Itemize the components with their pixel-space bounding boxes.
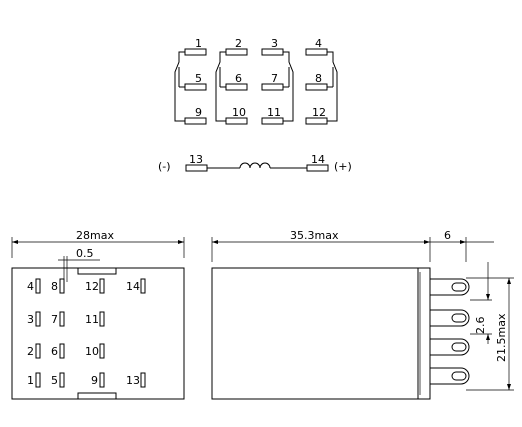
pin-label-12: 12 [85,280,99,293]
label-contact-1: 1 [195,37,202,50]
label-contact-10: 10 [232,106,246,119]
pin-label-5: 5 [51,374,58,387]
side-view: 35.3max 6 2.6 [211,229,514,400]
label-contact-7: 7 [271,72,278,85]
coil-minus-polarity: (-) [158,160,171,173]
pin-label-2: 2 [27,345,34,358]
pin-label-1: 1 [27,374,34,387]
dim-height-21-5max: 21.5max [495,313,508,362]
side-view-body [211,267,431,400]
label-coil-14: 14 [311,153,325,166]
pole-3 [261,48,294,125]
label-contact-8: 8 [315,72,322,85]
bottom-view: 28max 0.5 [11,229,185,400]
pin-label-6: 6 [51,345,58,358]
dim-pitch-2-6: 2.6 [474,317,487,335]
pole-2 [215,48,248,125]
dim-gap-0-5: 0.5 [76,247,94,260]
label-contact-4: 4 [315,37,322,50]
top-key-tab [77,267,117,275]
pole-4 [305,48,338,125]
pin-label-7: 7 [51,313,58,326]
coil-winding-icon [239,162,271,169]
pin-label-13: 13 [126,374,140,387]
label-coil-13: 13 [189,153,203,166]
pole-1 [174,48,207,125]
label-contact-6: 6 [235,72,242,85]
coil-terminal-13 [185,164,208,172]
pin-label-14: 14 [126,280,140,293]
pin-label-11: 11 [85,313,99,326]
terminal-blades [430,278,470,385]
pin-label-10: 10 [85,345,99,358]
pin-label-9: 9 [91,374,98,387]
dim-width-28max: 28max [76,229,114,242]
label-contact-3: 3 [271,37,278,50]
pin-label-3: 3 [27,313,34,326]
contact-schematic: 1 2 3 4 5 6 7 8 9 10 11 12 [174,37,338,125]
dim-terminal-6: 6 [444,229,451,242]
label-contact-12: 12 [312,106,326,119]
coil-plus-polarity: (+) [334,160,352,173]
label-contact-2: 2 [235,37,242,50]
pin-label-4: 4 [27,280,34,293]
coil-terminal-14 [306,164,329,172]
pin-grid [35,278,146,388]
pin-label-8: 8 [51,280,58,293]
label-contact-5: 5 [195,72,202,85]
label-contact-11: 11 [267,106,281,119]
coil-schematic: (-) 13 14 (+) [158,153,352,173]
bottom-key-tab [77,392,117,400]
dim-length-35-3max: 35.3max [290,229,339,242]
label-contact-9: 9 [195,106,202,119]
